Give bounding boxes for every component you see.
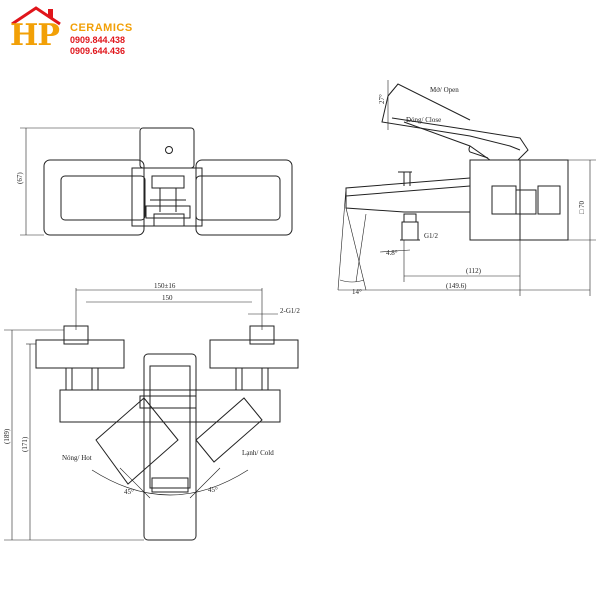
front-view	[4, 288, 299, 541]
front-label-cold: Lạnh/ Cold	[242, 449, 274, 457]
house-roof-icon	[11, 6, 61, 26]
front-angle-left: 45°	[124, 488, 134, 496]
front-dim-171: (171)	[21, 436, 29, 452]
side-angle-small: 4.8°	[386, 249, 398, 257]
side-dim-square: □ 70	[578, 201, 586, 214]
logo-mark: HP	[10, 18, 60, 53]
top-view	[20, 127, 293, 236]
top-dim-67: (67)	[16, 172, 24, 184]
front-label-hot: Nóng/ Hot	[62, 454, 92, 462]
side-thread: G1/2	[424, 232, 439, 240]
front-dim-150: 150	[162, 294, 173, 302]
front-angle-right: 45°	[208, 486, 218, 494]
front-dim-189: (189)	[3, 428, 11, 444]
side-view	[337, 80, 596, 296]
side-angle-27: 27°	[378, 94, 386, 104]
logo-brand: CERAMICS	[70, 22, 133, 34]
front-dim-150-16: 150±16	[154, 282, 176, 290]
side-label-open: Mở/ Open	[430, 86, 459, 94]
side-dim-149: (149.6)	[446, 282, 467, 290]
hp-ceramics-logo: HP CERAMICS 0909.844.438 0909.644.436	[6, 4, 136, 64]
front-thread: 2-G1/2	[280, 307, 300, 315]
logo-phone-1: 0909.844.438	[70, 35, 126, 45]
side-dim-112: (112)	[466, 267, 482, 275]
side-angle-spout: 14°	[352, 288, 362, 296]
logo-phone-2: 0909.644.436	[70, 46, 126, 56]
side-label-close: Đóng/ Close	[406, 116, 441, 124]
